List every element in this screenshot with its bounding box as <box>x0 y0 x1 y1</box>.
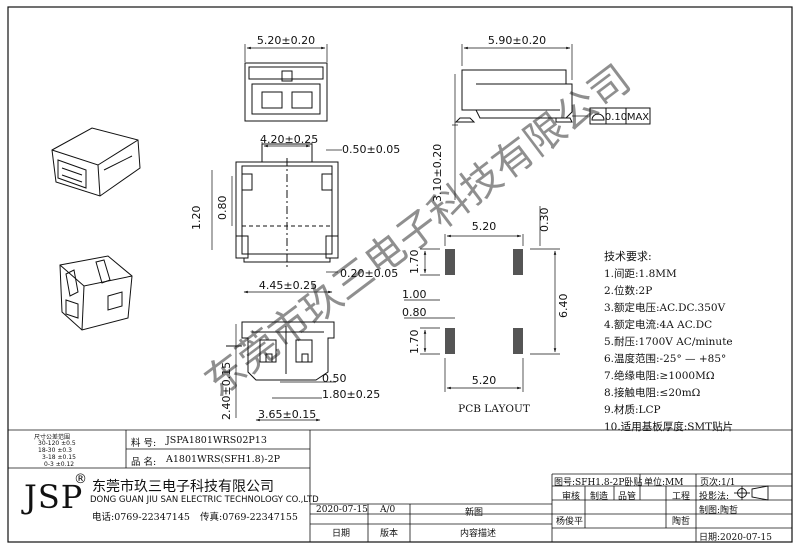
dim-top-width: 5.20±0.20 <box>257 34 315 47</box>
requirement-item: 6.温度范围:-25° — +85° <box>604 353 727 365</box>
engineering-label: 工程 <box>672 492 691 502</box>
col-version: 版本 <box>380 529 399 539</box>
pcb-layout <box>445 249 523 354</box>
col-date: 日期 <box>332 529 351 539</box>
dim-inner-width: 4.45±0.25 <box>259 279 317 292</box>
requirement-item: 7.绝缘电阻:≥1000MΩ <box>604 370 715 382</box>
side-view <box>454 69 573 123</box>
tolerance-title: 尺寸公差范围 <box>34 434 71 441</box>
drawing-no: 图号:SFH1.8-2P卧贴 <box>554 478 643 488</box>
dim-bottom-pitch: 1.80±0.25 <box>322 388 380 401</box>
page-count: 页次:1/1 <box>700 478 736 488</box>
tolerance-row: 30-120 ±0.5 <box>38 440 76 447</box>
requirement-item: 9.材质:LCP <box>604 404 661 416</box>
dim-bottom-half: 0.50 <box>322 372 347 385</box>
pcb-pad <box>445 249 455 275</box>
revision-date: 2020-07-15 <box>316 505 368 515</box>
bottom-view <box>226 321 335 381</box>
requirement-item: 10.适用基板厚度:SMT贴片 <box>604 421 734 433</box>
registered-mark: ® <box>74 472 87 487</box>
company-name-en: DONG GUAN JIU SAN ELECTRIC TECHNOLOGY CO… <box>90 495 319 505</box>
requirement-item: 2.位数:2P <box>604 285 653 297</box>
flatness-callout: 0.10 MAX <box>572 107 651 125</box>
requirement-item: 5.耐压:1700V AC/minute <box>604 336 733 348</box>
part-no-label: 料 号: <box>131 438 157 449</box>
dim-pin-gap: 0.20±0.05 <box>340 267 398 280</box>
engineer-name: 陶哲 <box>672 517 691 527</box>
part-no: JSPA1801WRS02P13 <box>166 435 267 446</box>
dim-height: 3.10±0.20 <box>431 144 444 202</box>
company-fax: 传真:0769-22347155 <box>200 512 298 523</box>
tolerance-row: 0-3 ±0.12 <box>44 461 75 468</box>
sheet-border <box>7 6 793 543</box>
revision-desc: 新图 <box>465 508 484 518</box>
dim-pcb-height: 6.40 <box>557 294 570 319</box>
requirement-item: 4.额定电流:4A AC.DC <box>604 319 713 331</box>
dim-pcb-pitch: 1.00 <box>402 288 427 301</box>
projection-label: 投影法: <box>699 492 730 502</box>
dim-pcb-pad-h2: 1.70 <box>408 330 421 355</box>
flatness-unit: MAX <box>627 112 649 123</box>
dim-pcb-top-gap: 0.30 <box>538 208 551 233</box>
dim-bottom-width: 3.65±0.15 <box>258 408 316 421</box>
make-label: 制造 <box>590 492 609 502</box>
iso-view-top <box>51 127 141 197</box>
company-name-cn: 东莞市玖三电子科技有限公司 <box>92 479 274 495</box>
pcb-pad <box>445 328 455 354</box>
dim-pin-width: 0.50±0.05 <box>342 143 400 156</box>
iso-view-bottom <box>59 255 133 331</box>
dim-pcb-pad-w: 0.80 <box>402 306 427 319</box>
product-label: 品 名: <box>131 457 157 468</box>
company-phone: 电话:0769-22347145 <box>92 512 190 523</box>
unit: 单位:MM <box>644 478 684 488</box>
revision-version: A/0 <box>380 505 396 515</box>
dim-height-120: 1.20 <box>190 206 203 231</box>
review-label: 审核 <box>562 492 581 502</box>
col-desc: 内容描述 <box>460 529 497 539</box>
front-view <box>235 143 339 268</box>
dim-pcb-pad-h1: 1.70 <box>408 250 421 275</box>
dim-body-width: 4.20±0.25 <box>260 133 318 146</box>
profile-icon <box>591 113 605 121</box>
tolerance-row: 3-18 ±0.15 <box>42 454 76 461</box>
product-name: A1801WRS(SFH1.8)-2P <box>166 454 281 465</box>
tolerance-row: 18-30 ±0.3 <box>38 447 72 454</box>
pcb-layout-label: PCB LAYOUT <box>458 403 530 415</box>
requirements-title: 技术要求: <box>604 250 652 263</box>
drafter: 制图:陶哲 <box>699 506 739 516</box>
top-view <box>244 62 328 122</box>
requirement-item: 8.接触电阻:≤20mΩ <box>604 387 701 399</box>
dim-side-width: 5.90±0.20 <box>488 34 546 47</box>
pcb-pad <box>513 328 523 354</box>
projection-symbol-icon <box>734 485 769 501</box>
dim-pcb-top: 5.20 <box>472 220 497 233</box>
dim-height-080: 0.80 <box>216 196 229 221</box>
requirement-item: 3.额定电压:AC.DC.350V <box>604 302 726 314</box>
requirement-item: 1.间距:1.8MM <box>604 268 677 280</box>
pcb-pad <box>513 249 523 275</box>
dim-pcb-bottom: 5.20 <box>472 374 497 387</box>
quality-label: 品管 <box>618 492 637 502</box>
dim-bottom-height: 2.40±0.15 <box>220 362 233 420</box>
draft-date: 日期:2020-07-15 <box>699 533 772 543</box>
reviewer-name: 杨俊平 <box>556 517 584 527</box>
title-block-grid <box>8 429 792 542</box>
flatness-value: 0.10 <box>605 112 627 123</box>
company-logo: JSP <box>24 478 84 516</box>
